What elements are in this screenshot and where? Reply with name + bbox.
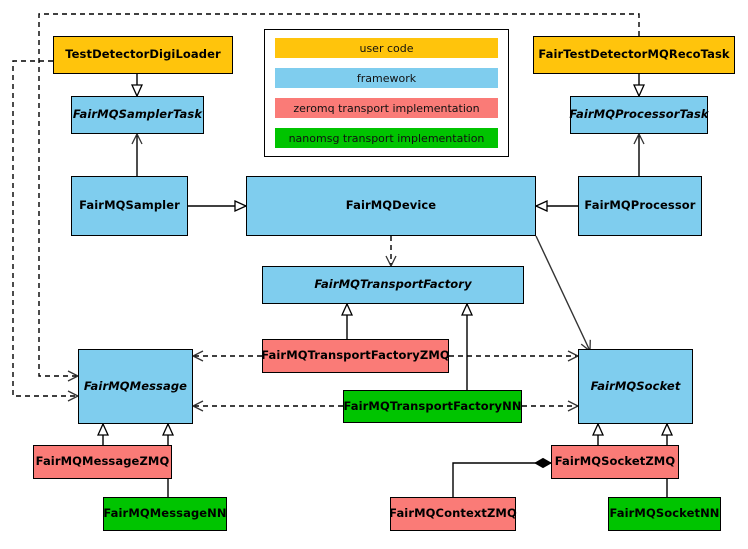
- class-node-FairMQProcessorTask[interactable]: FairMQProcessorTask: [569, 96, 709, 134]
- class-node-FairMQTransportFactoryZMQ[interactable]: FairMQTransportFactoryZMQ: [261, 339, 450, 373]
- legend-label-user-code: user code: [359, 41, 414, 55]
- class-node-label: FairMQSampler: [79, 198, 180, 213]
- class-node-label: FairMQTransportFactoryZMQ: [261, 348, 450, 363]
- class-node-label: FairMQMessageZMQ: [35, 454, 170, 469]
- class-node-label: FairMQSocket: [590, 378, 681, 393]
- legend-item-nanomsg: nanomsg transport implementation: [275, 128, 498, 148]
- class-node-label: FairMQSamplerTask: [72, 107, 203, 122]
- class-node-label: FairMQDevice: [345, 198, 437, 213]
- edge-dependency-digiloader-message: [12, 60, 80, 402]
- edge-dependency-recotask-message: [38, 13, 640, 382]
- class-node-FairMQMessageZMQ[interactable]: FairMQMessageZMQ: [33, 445, 172, 479]
- class-node-FairMQTransportFactoryNN[interactable]: FairMQTransportFactoryNN: [343, 390, 522, 423]
- class-node-label: FairMQSocketZMQ: [554, 454, 676, 469]
- class-node-label: FairMQContextZMQ: [389, 506, 517, 521]
- edge-association-device-socket: [535, 235, 591, 353]
- legend-item-user-code: user code: [275, 38, 498, 58]
- legend-label-framework: framework: [356, 71, 417, 85]
- class-node-label: TestDetectorDigiLoader: [65, 47, 221, 62]
- class-node-FairMQTransportFactory[interactable]: FairMQTransportFactory: [262, 266, 524, 304]
- class-node-label: FairMQTransportFactoryNN: [343, 398, 522, 413]
- class-node-FairMQSamplerTask[interactable]: FairMQSamplerTask: [71, 96, 204, 134]
- class-node-FairMQProcessor[interactable]: FairMQProcessor: [578, 176, 702, 236]
- legend-label-nanomsg: nanomsg transport implementation: [288, 131, 485, 145]
- class-node-label: FairMQTransportFactory: [314, 277, 472, 292]
- class-node-label: FairMQProcessor: [584, 198, 696, 213]
- class-node-FairMQMessage[interactable]: FairMQMessage: [78, 349, 193, 424]
- class-node-TestDetectorDigiLoader[interactable]: TestDetectorDigiLoader: [53, 36, 233, 74]
- legend-label-zeromq: zeromq transport implementation: [293, 101, 480, 115]
- class-node-label: FairTestDetectorMQRecoTask: [538, 47, 730, 62]
- class-node-label: FairMQProcessorTask: [569, 107, 709, 122]
- class-node-FairMQSocket[interactable]: FairMQSocket: [578, 349, 693, 424]
- class-node-FairMQSocketNN[interactable]: FairMQSocketNN: [608, 497, 721, 531]
- class-node-label: FairMQSocketNN: [609, 506, 720, 521]
- edge-composition-contextzmq-socketzmq: [452, 463, 551, 497]
- class-node-FairTestDetectorMQRecoTask[interactable]: FairTestDetectorMQRecoTask: [533, 36, 735, 74]
- legend-item-framework: framework: [275, 68, 498, 88]
- class-node-FairMQMessageNN[interactable]: FairMQMessageNN: [103, 497, 227, 531]
- class-node-label: FairMQMessage: [83, 378, 188, 393]
- class-node-FairMQDevice[interactable]: FairMQDevice: [246, 176, 536, 236]
- class-node-FairMQSampler[interactable]: FairMQSampler: [71, 176, 188, 236]
- class-node-FairMQSocketZMQ[interactable]: FairMQSocketZMQ: [551, 445, 679, 479]
- class-node-label: FairMQMessageNN: [103, 506, 227, 521]
- legend-item-zeromq: zeromq transport implementation: [275, 98, 498, 118]
- legend: user code framework zeromq transport imp…: [264, 29, 509, 157]
- class-node-FairMQContextZMQ[interactable]: FairMQContextZMQ: [389, 497, 517, 531]
